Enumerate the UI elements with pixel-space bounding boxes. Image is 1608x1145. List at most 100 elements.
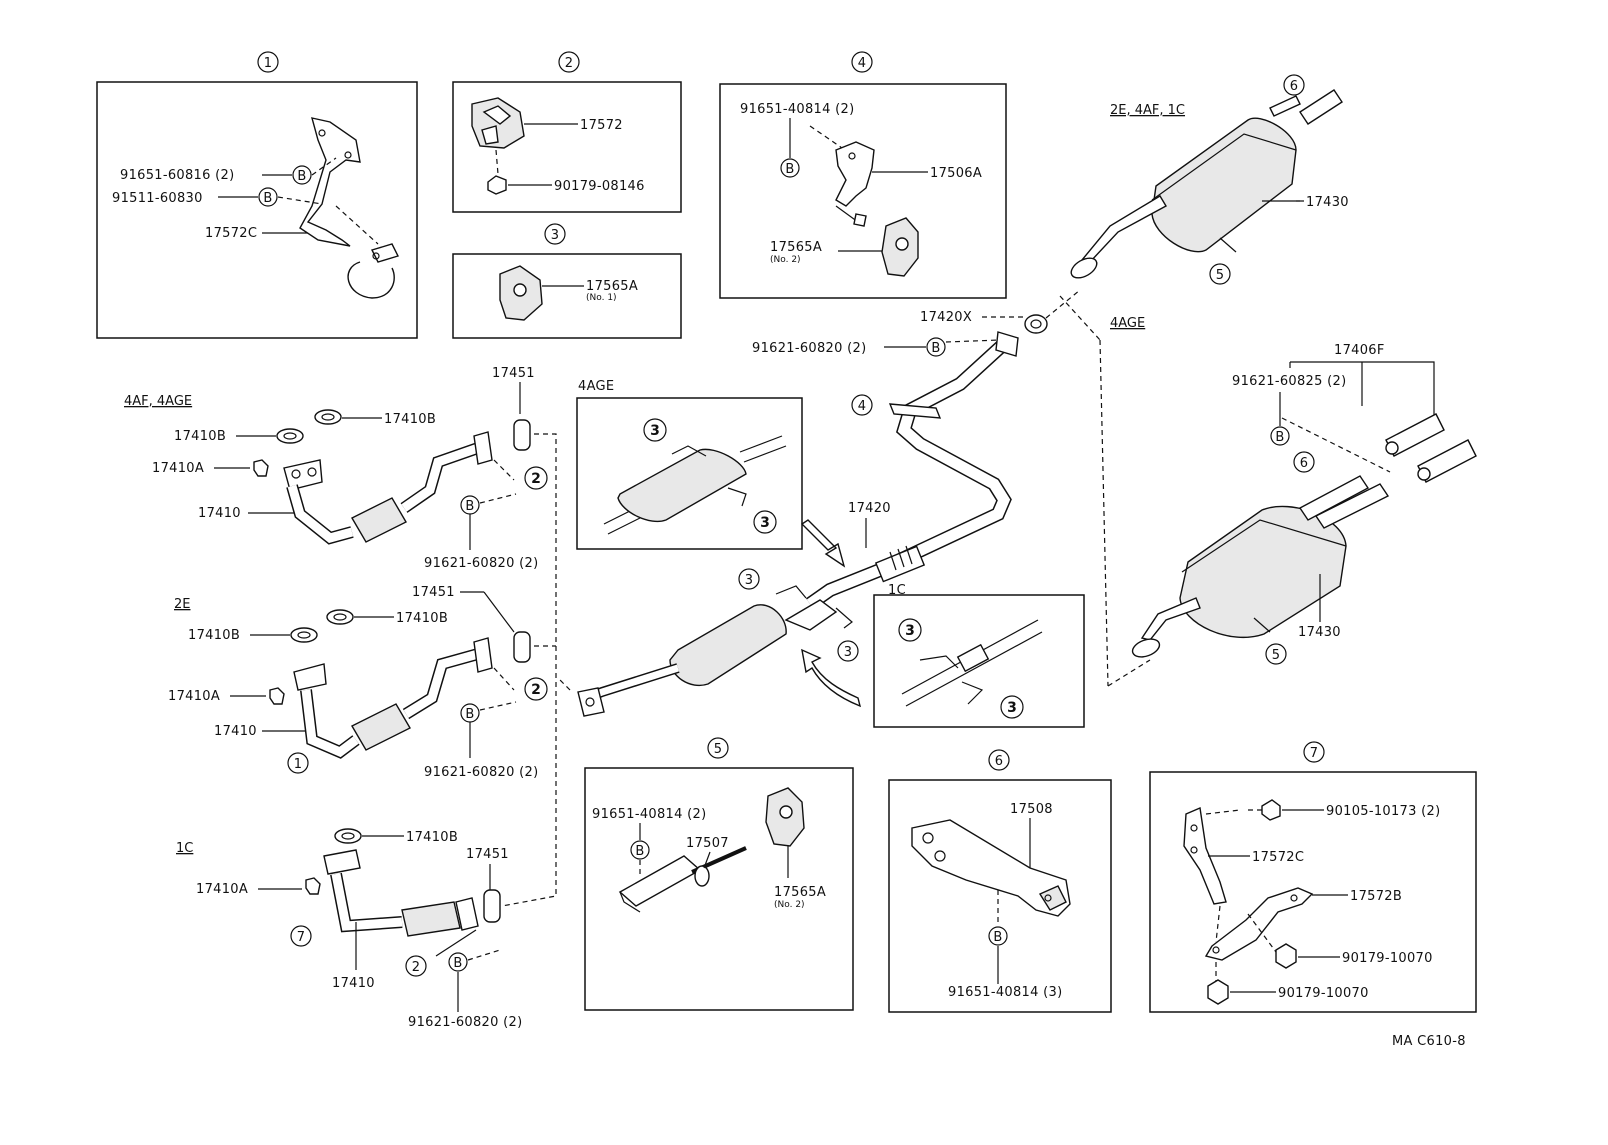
label-91511-60830: 91511-60830 (112, 191, 203, 206)
gasket-17410b-c (334, 828, 362, 844)
svg-text:17572B: 17572B (1350, 889, 1402, 904)
bolt-90105-10173 (1261, 799, 1281, 821)
svg-text:3: 3 (760, 515, 770, 531)
rear-muffler-group-b: 17406F 91621-60825 (2) B 6 17430 5 (1131, 343, 1477, 665)
svg-text:17451: 17451 (466, 847, 509, 862)
heading-4age-inset: 4AGE (578, 379, 614, 394)
label-17406F: 17406F (1334, 343, 1385, 358)
front-flange (577, 687, 605, 717)
front-pipe-group-4af-4age: 4AF, 4AGE 17410B 17410B 17410A 17410 174… (124, 366, 548, 571)
gasket-17420x (1024, 314, 1048, 334)
svg-text:2: 2 (412, 960, 421, 975)
nut-90179-10070-a (1275, 943, 1297, 969)
panel-7-frame (1149, 771, 1477, 1013)
svg-text:3: 3 (745, 573, 754, 588)
svg-text:B: B (263, 191, 272, 206)
inset-4age-frame (576, 397, 803, 550)
bracket-17572c-p7 (1183, 806, 1227, 905)
heading-2e-4af-1c: 2E, 4AF, 1C (1110, 103, 1185, 118)
svg-text:17410: 17410 (198, 506, 241, 521)
catalyst-a (351, 497, 407, 543)
label-17572: 17572 (580, 118, 623, 133)
gasket-17451-a (513, 419, 531, 451)
svg-text:B: B (453, 956, 462, 971)
bracket-17506a (835, 141, 875, 207)
catalyst-c (401, 901, 461, 937)
arrow-lower (801, 648, 862, 708)
inset-1c: 1C 3 3 (873, 583, 1085, 728)
inset-muffler (617, 448, 747, 523)
catalyst-b (351, 703, 411, 751)
center-upper-parts: 17420X 91621-60820 (2) B 4AGE (752, 289, 1151, 687)
clamp-ring (347, 261, 395, 299)
panel-7: 7 90105-10173 (2) 17572C 17572B 90179-10… (1149, 741, 1477, 1013)
svg-text:17451: 17451 (492, 366, 535, 381)
svg-text:2: 2 (565, 56, 574, 71)
panel-5: 5 91651-40814 (2) B 17507 17565A (No. 2) (584, 737, 854, 1011)
svg-text:91621-60820 (2): 91621-60820 (2) (424, 556, 538, 571)
heading-4af-4age: 4AF, 4AGE (124, 394, 192, 409)
panel-1-frame (96, 81, 418, 339)
muffler-17430-a (1151, 117, 1297, 253)
label-91651-60816: 91651-60816 (2) (120, 168, 234, 183)
svg-text:6: 6 (1290, 79, 1299, 94)
panel-6-frame (888, 779, 1112, 1013)
gasket-17410b-b1 (326, 609, 354, 625)
svg-text:6: 6 (995, 754, 1004, 769)
label-no1: (No. 1) (586, 293, 617, 303)
label-17565A-no2-p4: 17565A (770, 240, 822, 255)
svg-text:3: 3 (905, 623, 915, 639)
heading-4age-right: 4AGE (1110, 316, 1145, 331)
label-17506A: 17506A (930, 166, 982, 181)
bracket-17572b (1204, 887, 1314, 961)
b-marker (258, 187, 278, 207)
svg-text:5: 5 (1272, 648, 1281, 663)
svg-text:3: 3 (551, 228, 560, 243)
svg-text:5: 5 (1216, 268, 1225, 283)
front-pipe-group-1c: 1C 17410B 17451 17410A 7 17410 2 B 91621… (176, 828, 522, 1030)
panel-1: 1 91651-60816 (2) B 91511-60830 B 17572C (96, 51, 418, 339)
callout-circle-1 (257, 51, 279, 73)
svg-text:17451: 17451 (412, 585, 455, 600)
svg-text:17410: 17410 (214, 724, 257, 739)
panel-6: 6 17508 B 91651-40814 (3) (888, 749, 1112, 1013)
svg-text:6: 6 (1300, 456, 1309, 471)
svg-text:17410B: 17410B (174, 429, 226, 444)
svg-text:4: 4 (858, 399, 867, 414)
flex-section (874, 545, 926, 583)
center-pipe-17420: 4 17420 3 3 (559, 331, 1019, 717)
panel-4-frame (719, 83, 1007, 299)
manifold-flange-a (283, 459, 323, 491)
bracket-17507 (618, 855, 702, 907)
svg-text:(No. 2): (No. 2) (770, 255, 801, 265)
svg-text:4: 4 (858, 56, 867, 71)
label-17420: 17420 (848, 501, 891, 516)
label-17565A-no1: 17565A (586, 279, 638, 294)
bracket-17508 (911, 819, 1071, 917)
manifold-flange-b (293, 663, 327, 691)
svg-text:3: 3 (1007, 700, 1017, 716)
svg-text:17410A: 17410A (196, 882, 248, 897)
svg-text:B: B (465, 707, 474, 722)
svg-text:90105-10173 (2): 90105-10173 (2) (1326, 804, 1440, 819)
label-91651-40814-p5: 91651-40814 (2) (592, 807, 706, 822)
label-17430-b: 17430 (1298, 625, 1341, 640)
heading-1c: 1C (176, 841, 193, 856)
label-17430-a: 17430 (1306, 195, 1349, 210)
svg-text:17410A: 17410A (168, 689, 220, 704)
svg-text:17410B: 17410B (188, 628, 240, 643)
svg-text:17410B: 17410B (406, 830, 458, 845)
inset-1c-joint (956, 643, 990, 673)
label-17572C-p1: 17572C (205, 226, 257, 241)
label-91621-60825: 91621-60825 (2) (1232, 374, 1346, 389)
bolt-17410a-a (253, 459, 269, 477)
sub-muffler (669, 604, 787, 687)
heading-2e: 2E (174, 597, 191, 612)
gasket-17410b-b2 (290, 627, 318, 643)
svg-text:1: 1 (294, 757, 303, 772)
label-91651-40814-p6: 91651-40814 (3) (948, 985, 1062, 1000)
svg-text:90179-10070: 90179-10070 (1342, 951, 1433, 966)
svg-text:3: 3 (650, 423, 660, 439)
svg-text:B: B (1275, 430, 1284, 445)
